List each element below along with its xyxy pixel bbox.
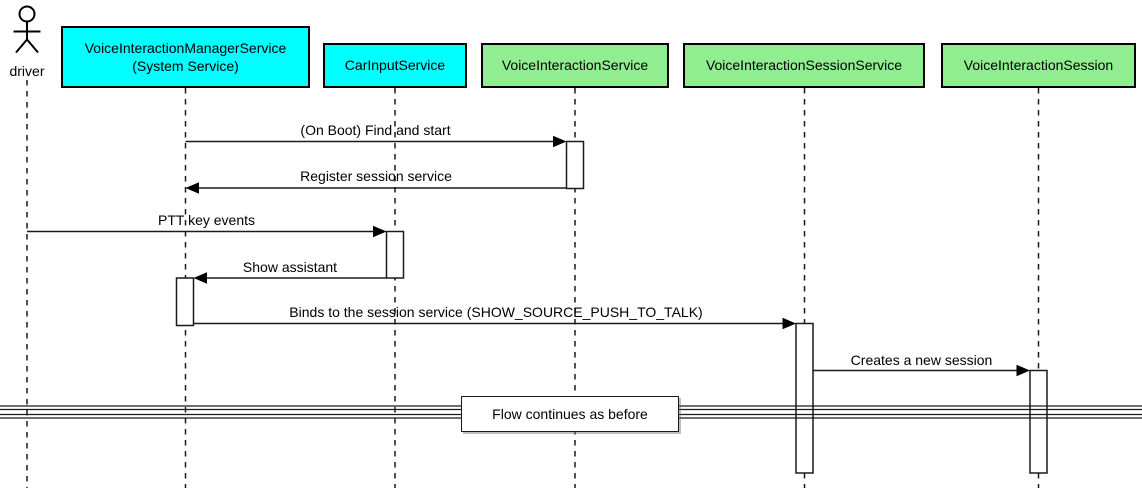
activation-voiceinteractionservice [565,140,585,190]
message-label-on-boot-find-and-start: (On Boot) Find and start [300,122,451,138]
participant-label: CarInputService [344,57,446,74]
divider-label: Flow continues as before [492,406,648,422]
participant-label: VoiceInteractionSession [963,57,1114,74]
message-arrows [27,140,1017,372]
arrowhead-binds-to-session-service [782,317,796,330]
participant-voiceinteractionsessionservice: VoiceInteractionSessionService [683,43,925,88]
actor-label: driver [9,63,45,79]
participant-label: VoiceInteractionSessionService [705,57,903,74]
message-label-show-assistant: Show assistant [242,258,338,275]
participant-carinputservice: CarInputService [323,43,467,88]
arrowhead-on-boot-find-and-start [553,135,567,148]
activation-bars [175,140,1048,474]
message-label-binds-to-session-service: Binds to the session service (SHOW_SOURC… [289,304,703,320]
participant-voiceinteractionservice: VoiceInteractionService [481,43,669,88]
participant-label: VoiceInteractionService [501,57,649,74]
participant-voiceinteractionmanagerservice: VoiceInteractionManagerService (System S… [61,26,310,88]
participant-sublabel: (System Service) [132,58,239,74]
divider-label-box: Flow continues as before [461,396,679,432]
activation-voiceinteractionmanagerservice [175,277,195,327]
actor-figure [13,5,41,54]
actor-left-leg [15,38,28,54]
arrowhead-ptt-key-events [373,225,387,238]
arrowhead-creates-a-new-session [1016,364,1030,377]
participant-voiceinteractionsession: VoiceInteractionSession [941,43,1136,88]
arrowhead-register-session-service [185,182,199,194]
message-label-creates-a-new-session: Creates a new session [850,352,993,368]
activation-voiceinteractionsessionservice [795,322,814,474]
actor-right-leg [26,38,39,54]
arrowhead-show-assistant [193,272,207,284]
message-label-register-session-service: Register session service [300,168,452,184]
participant-label: VoiceInteractionManagerService [84,39,287,56]
activation-carinputservice [385,230,405,279]
actor-head [18,5,36,23]
activation-voiceinteractionsession [1029,369,1048,474]
message-label-ptt-key-events: PTT key events [157,212,256,228]
message-arrowheads [185,135,1030,377]
